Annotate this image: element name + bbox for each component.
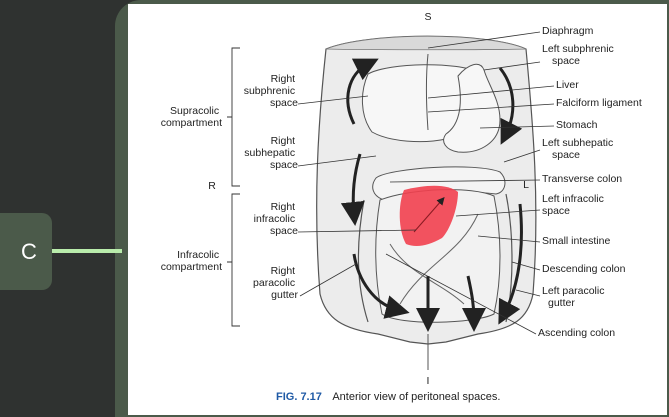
peritoneal-spaces-diagram: S I R L Supracolic compartment Infracoli… xyxy=(128,4,667,415)
left-background xyxy=(0,0,122,417)
infracolic-bracket xyxy=(227,194,240,326)
label-liver: Liver xyxy=(556,79,579,91)
label-left-infracolic: Left infracolic space xyxy=(542,193,607,217)
label-stomach: Stomach xyxy=(556,119,598,131)
option-letter: C xyxy=(15,239,37,265)
orientation-right: R xyxy=(208,180,216,192)
figure-caption: FIG. 7.17 Anterior view of peritoneal sp… xyxy=(276,387,500,404)
label-diaphragm: Diaphragm xyxy=(542,25,594,37)
label-left-subphrenic: Left subphrenic space xyxy=(542,43,617,67)
anatomy-figure: S I R L Supracolic compartment Infracoli… xyxy=(128,4,667,415)
orientation-inferior: I xyxy=(427,375,430,387)
orientation-superior: S xyxy=(424,11,431,23)
caption-label: FIG. 7.17 xyxy=(276,391,322,403)
caption-text: Anterior view of peritoneal spaces. xyxy=(332,391,500,403)
label-descending-colon: Descending colon xyxy=(542,263,626,275)
label-ascending-colon: Ascending colon xyxy=(538,327,615,339)
label-right-subphrenic: Right subphrenic space xyxy=(244,73,298,109)
label-infracolic: Infracolic compartment xyxy=(161,249,222,273)
option-c-button[interactable]: C xyxy=(0,213,52,290)
supracolic-bracket xyxy=(227,48,240,186)
label-transverse-colon: Transverse colon xyxy=(542,173,622,185)
orientation-left: L xyxy=(523,179,529,191)
label-falciform-ligament: Falciform ligament xyxy=(556,97,642,109)
label-left-paracolic: Left paracolic gutter xyxy=(542,285,607,309)
label-small-intestine: Small intestine xyxy=(542,235,610,247)
label-left-subhepatic: Left subhepatic space xyxy=(542,137,616,161)
option-connector-line xyxy=(52,249,122,253)
label-supracolic: Supracolic compartment xyxy=(161,105,222,129)
label-right-subhepatic: Right subhepatic space xyxy=(244,135,298,171)
label-right-paracolic: Right paracolic gutter xyxy=(253,265,298,301)
label-right-infracolic: Right infracolic space xyxy=(254,201,299,237)
